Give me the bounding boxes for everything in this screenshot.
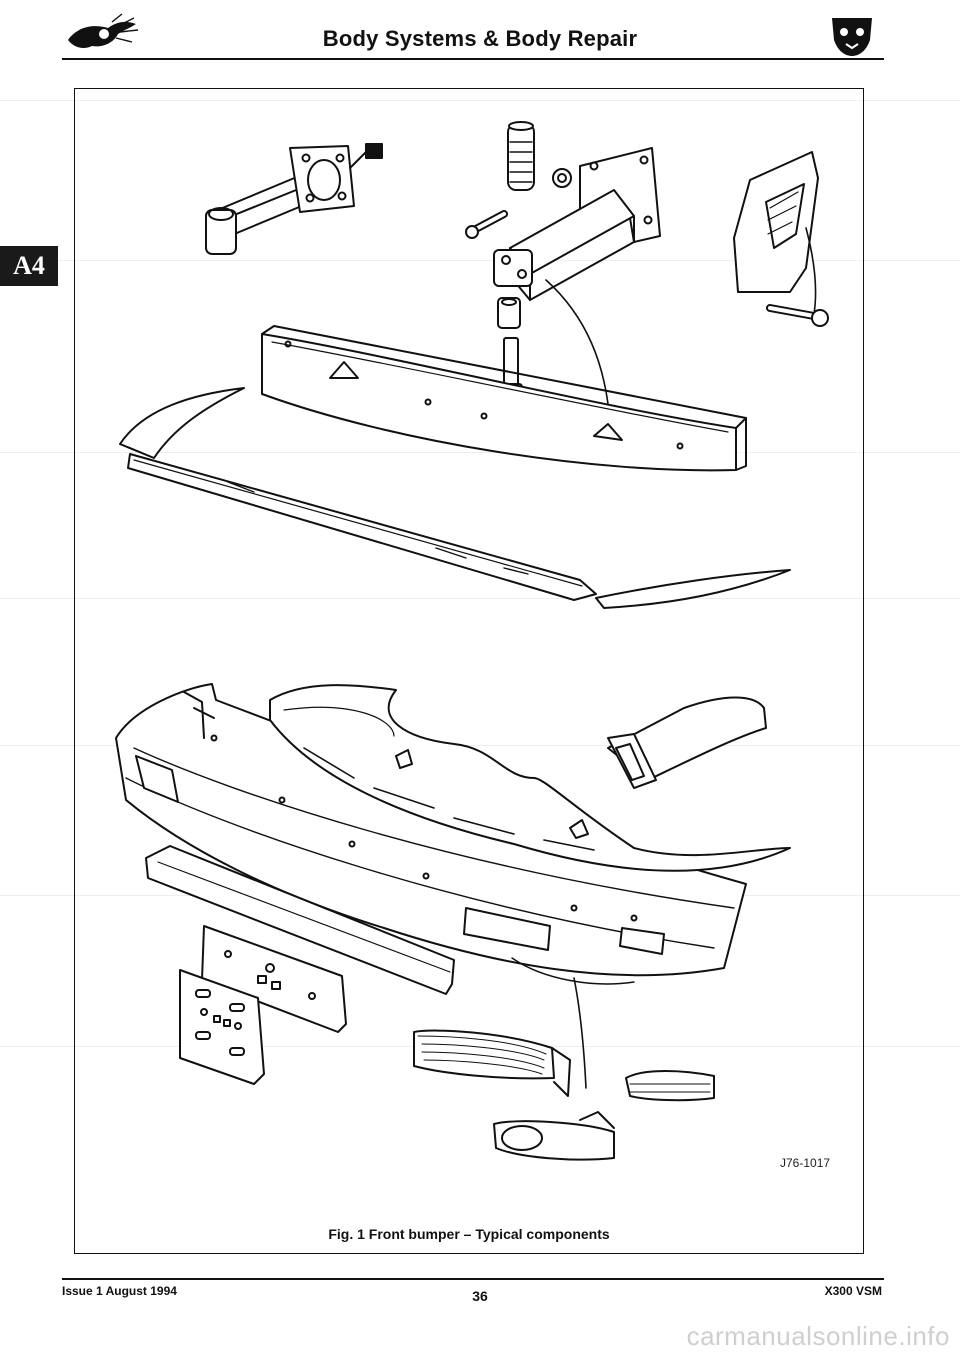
side-repeater-lamp [625,1070,715,1102]
scan-artifact-line [0,452,960,453]
leaping-jaguar-logo-icon [68,13,139,48]
direction-indicator-lamp [493,1111,615,1161]
figure-frame [74,88,864,1254]
undertray-panel [269,684,791,872]
scan-artifact-line [0,745,960,746]
fog-lamp [413,1029,571,1097]
exploded-view-illustration [115,121,829,1161]
page-number: 36 [472,1288,488,1304]
section-tab: A4 [0,246,58,286]
scan-artifact-line [0,260,960,261]
lower-spoiler-strip [119,387,791,609]
section-tab-label: A4 [13,251,45,280]
page-header-title: Body Systems & Body Repair [322,26,638,51]
issue-date: Issue 1 August 1994 [62,1284,177,1298]
jaguar-head-emblem-icon [832,18,872,56]
side-bracket-and-bolt [733,151,829,327]
footer-rule [62,1278,884,1280]
energy-absorber-strut [205,143,383,255]
scan-artifact-line [0,100,960,101]
document-id: X300 VSM [824,1284,882,1298]
brake-cooling-duct [607,696,767,789]
number-plate-mounting [179,969,265,1085]
number-plate-bracket [201,925,347,1033]
figure-reference-code: J76-1017 [780,1156,831,1170]
leader-line [573,977,587,1089]
figure-caption: Fig. 1 Front bumper – Typical components [328,1226,610,1242]
number-plate-plinth [145,845,455,995]
scan-artifact-line [0,598,960,599]
header-rule [62,58,884,60]
bumper-armature-beam [261,325,747,472]
bumper-mounting-bracket [465,121,661,425]
site-watermark: carmanualsonline.info [686,1321,950,1351]
